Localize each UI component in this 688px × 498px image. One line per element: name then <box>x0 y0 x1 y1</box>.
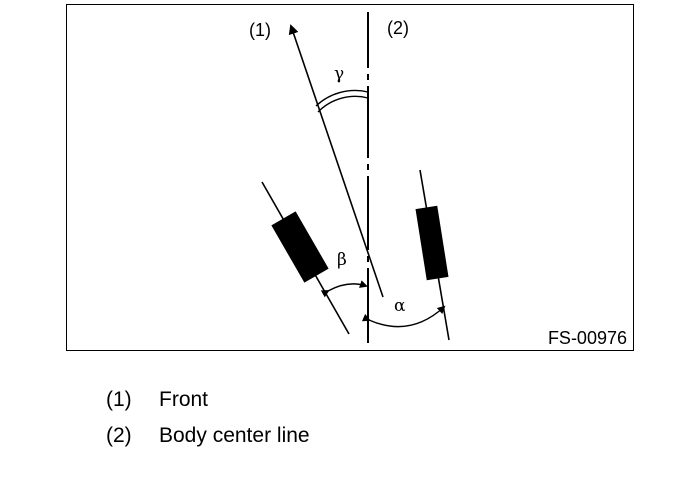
gamma-angle-arc <box>315 89 369 113</box>
left-tire <box>271 211 329 283</box>
legend-item-front: (1) Front <box>106 386 506 422</box>
right-tire <box>415 205 449 281</box>
legend-text: Body center line <box>159 424 310 447</box>
legend-number: (1) <box>106 388 132 411</box>
legend-number: (2) <box>106 424 132 447</box>
beta-angle-arc <box>320 280 368 298</box>
front-callout: (1) <box>249 20 271 40</box>
body-center-line-callout: (2) <box>387 18 409 38</box>
alpha-angle-arc <box>361 305 446 328</box>
beta-label: β <box>337 250 347 270</box>
legend: (1) Front (2) Body center line <box>106 386 506 458</box>
legend-text: Front <box>159 388 209 411</box>
gamma-label: γ <box>334 64 344 84</box>
legend-item-body-center-line: (2) Body center line <box>106 422 506 458</box>
alpha-label: α <box>394 296 406 316</box>
front-direction-arrow <box>288 24 384 298</box>
figure-id: FS-00976 <box>548 328 627 348</box>
